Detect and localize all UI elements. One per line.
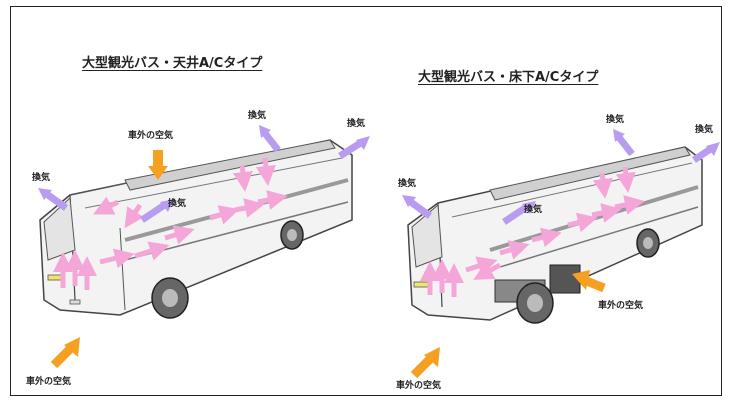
right-vent-label-2: 換気: [524, 205, 543, 215]
left-vent-label-2: 換気: [168, 199, 187, 209]
left-vent-arrow-3: [259, 125, 281, 153]
right-vent-arrow-1: [402, 195, 433, 219]
right-vent-arrow-3: [613, 129, 635, 157]
right-outside-air-label-side: 車外の空気: [598, 301, 644, 311]
right-vent-label-1: 換気: [398, 179, 417, 189]
left-vent-arrow-2: [140, 199, 174, 223]
right-vent-label-3: 換気: [606, 115, 625, 125]
right-outside-air-arrow-bottom: [410, 347, 440, 379]
right-vent-label-4: 換気: [695, 125, 714, 135]
left-outside-air-arrow-bottom: [50, 337, 80, 369]
left-vent-label-3: 換気: [248, 111, 267, 121]
left-vent-label-4: 換気: [347, 119, 366, 129]
right-vent-arrow-2: [502, 201, 536, 225]
right-panel-title: 大型観光バス・床下A/Cタイプ: [418, 70, 599, 85]
left-panel-title: 大型観光バス・天井A/Cタイプ: [82, 56, 263, 71]
left-vent-arrow-4: [338, 136, 370, 159]
left-outside-air-arrow-top: [148, 150, 168, 180]
left-outside-air-label-bottom: 車外の空気: [26, 377, 72, 387]
right-outside-air-label-bottom: 車外の空気: [396, 381, 442, 391]
left-outside-air-label-top: 車外の空気: [128, 131, 174, 141]
right-outside-air-arrow-side: [572, 270, 606, 293]
left-bus-illustration: [39, 139, 353, 319]
right-bus-illustration: [407, 146, 703, 324]
left-vent-arrow-1: [38, 188, 69, 211]
right-vent-arrow-4: [692, 142, 720, 163]
left-vent-label-1: 換気: [32, 173, 51, 183]
